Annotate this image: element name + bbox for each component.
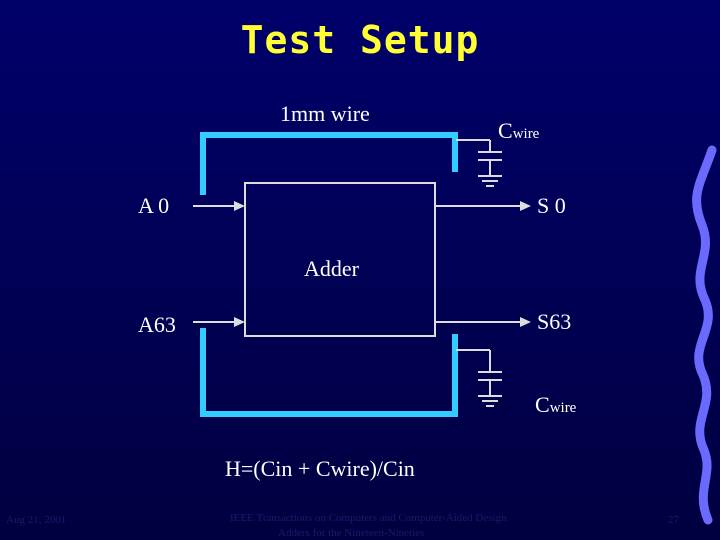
output-s0-label: S 0 xyxy=(537,193,566,218)
squiggle-decoration xyxy=(692,145,717,525)
capacitor-top xyxy=(478,140,502,187)
input-a0-label: A 0 xyxy=(138,193,170,218)
cap-label-top: Cwire xyxy=(498,118,540,143)
wire-loop-top xyxy=(200,132,458,195)
footer-date: Aug 21, 2001 xyxy=(6,514,67,526)
wire-length-label: 1mm wire xyxy=(280,101,370,126)
adder-block xyxy=(244,182,436,337)
adder-label: Adder xyxy=(304,256,359,281)
footer-center-line1: IEEE Transactions on Computers and Compu… xyxy=(230,512,507,524)
signal-lines xyxy=(193,201,531,327)
slide-title: Test Setup xyxy=(240,18,480,62)
input-a63-label: A63 xyxy=(138,312,176,337)
gain-equation: H=(Cin + Cwire)/Cin xyxy=(225,456,415,481)
wire-loop-bottom xyxy=(200,328,458,417)
capacitor-bottom xyxy=(456,349,502,407)
footer-page-number: 27 xyxy=(668,514,679,526)
footer-center-line2: Adders for the Nineteen-Nineties xyxy=(278,527,425,539)
cap-label-bottom: Cwire xyxy=(535,392,577,417)
output-s63-label: S63 xyxy=(537,309,572,334)
